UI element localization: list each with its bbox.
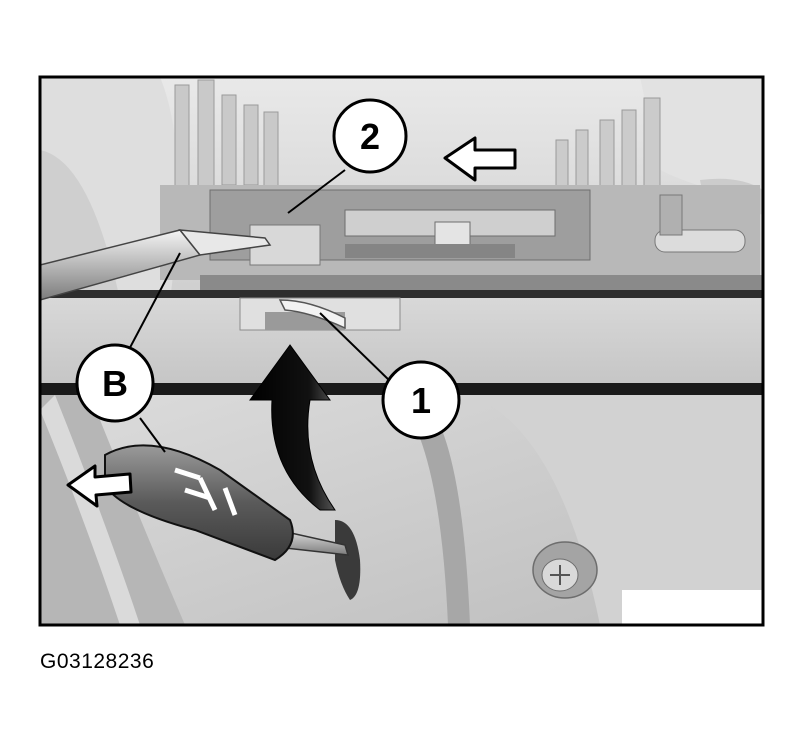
callout-1-label: 1 xyxy=(411,380,431,421)
callout-1: 1 xyxy=(381,360,461,440)
leader-line-b-lower xyxy=(139,417,166,453)
slide-arrow-lower xyxy=(66,464,133,508)
bolt xyxy=(532,541,598,599)
callout-b-label: B xyxy=(102,363,128,404)
callout-b: B xyxy=(75,343,155,423)
callout-2-label: 2 xyxy=(360,116,380,157)
housing-ribs-right xyxy=(555,97,661,199)
slide-arrow-upper xyxy=(443,136,517,182)
screwdriver-upper xyxy=(40,229,272,301)
leader-line-2 xyxy=(287,169,346,214)
trim-rail xyxy=(40,290,763,298)
leader-line-b-upper xyxy=(124,252,181,358)
leader-line-1 xyxy=(319,312,393,384)
figure-caption: G03128236 xyxy=(40,650,155,673)
lift-arrow xyxy=(249,344,336,511)
screwdriver-lower xyxy=(104,444,350,562)
callout-2: 2 xyxy=(332,98,408,174)
housing-ribs-left xyxy=(174,79,279,201)
housing-curve-right xyxy=(640,77,763,200)
figure-frame xyxy=(38,75,765,627)
